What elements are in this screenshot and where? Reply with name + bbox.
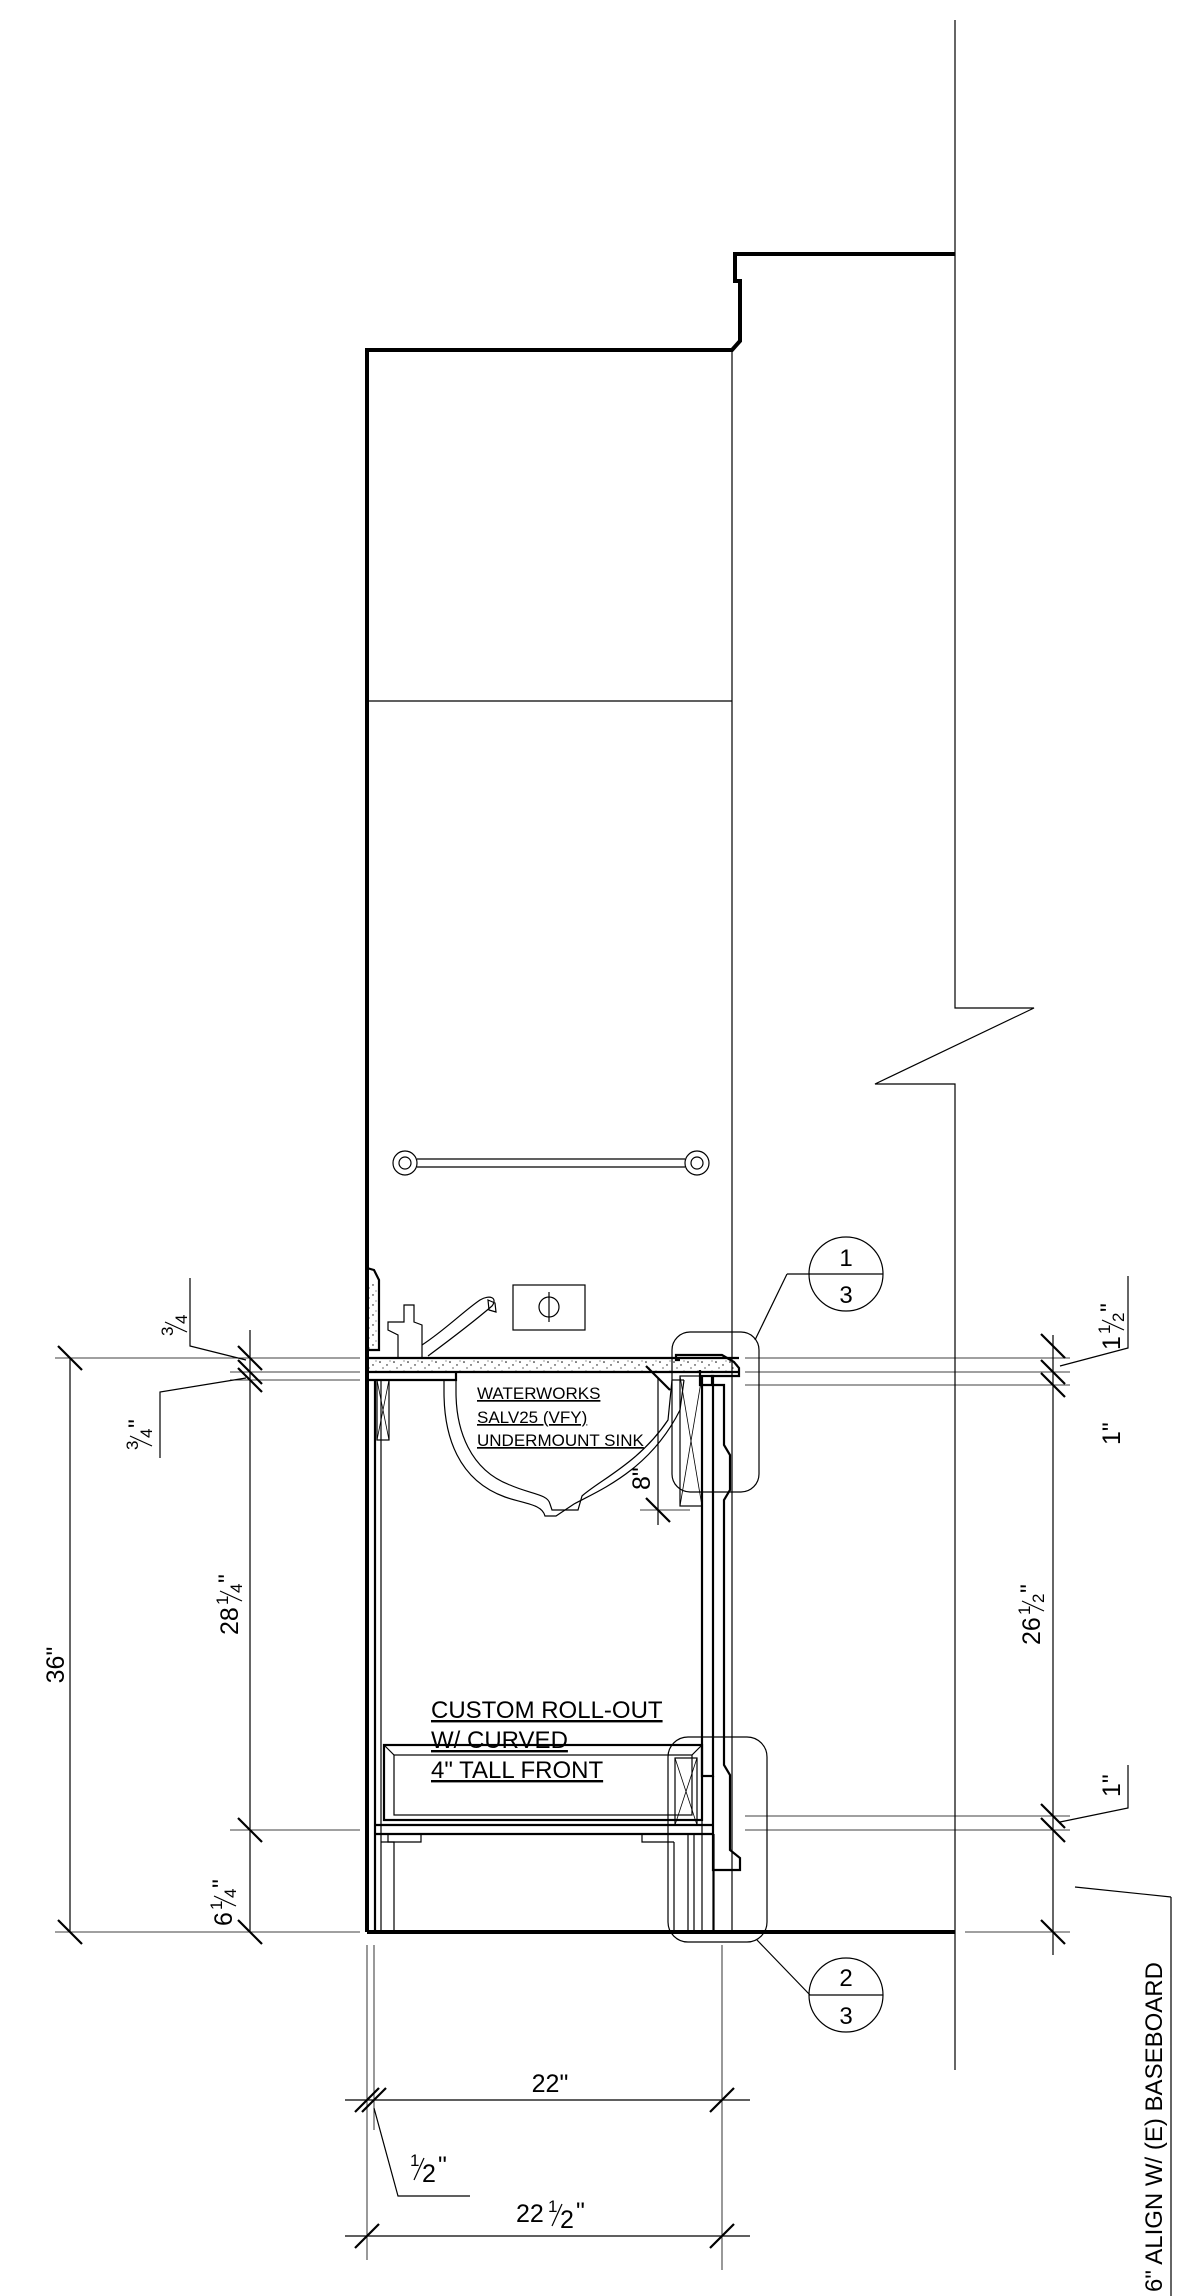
dim-26-whole: 26 (1018, 1617, 1046, 1645)
dim-bottom-3-4-den: 4 (137, 1429, 156, 1438)
dim-26-den: 2 (1029, 1594, 1048, 1603)
detail-callout-1-number: 1 (839, 1245, 852, 1272)
rollout-note-line-1: CUSTOM ROLL-OUT (431, 1697, 663, 1724)
dimension-1-top: 1" (1098, 1422, 1126, 1445)
dimension-1-bottom-label: 1" (1098, 1774, 1126, 1797)
sink-note-line-1: WATERWORKS (477, 1384, 600, 1403)
dimension-8-label: 8" (628, 1467, 656, 1490)
dim-1-1-2-den: 2 (1109, 1313, 1128, 1322)
dimension-1-1-2: 1 1 2 " (1059, 1276, 1129, 1367)
dim-26-unit: " (1016, 1584, 1044, 1593)
dim-1-2-den: 2 (422, 2160, 436, 2188)
dimension-22-1-2: 22 1 2 " (345, 2197, 750, 2249)
dimension-1-2: 1 2 " (373, 2107, 470, 2197)
dimension-1-bottom: 1" (1059, 1765, 1129, 1823)
dim-bottom-3-4-num: 3 (123, 1441, 142, 1450)
dim-6-unit: " (208, 1879, 236, 1888)
detail-callout-1-sheet: 3 (839, 1282, 852, 1309)
detail-callout-2-sheet: 3 (839, 2003, 852, 2030)
vanity-cabinet (373, 1379, 715, 1932)
dim-26-num: 1 (1015, 1606, 1034, 1615)
dim-1-1-2-unit: " (1096, 1303, 1124, 1312)
outlet-icon (512, 1284, 586, 1331)
dimension-36: 3 6 " (42, 1345, 360, 1945)
dimension-36-label: 36" (42, 1647, 70, 1684)
detail-callout-2-number: 2 (839, 1965, 852, 1992)
dimension-28-1-4: 28 1 4 " (213, 1330, 360, 1945)
sink-note: WATERWORKS SALV25 (VFY) UNDERMOUNT SINK (477, 1384, 645, 1450)
dim-1-2-num: 1 (410, 2151, 419, 2170)
baseboard-note-text: 6" ALIGN W/ (E) BASEBOARD (1141, 1962, 1168, 2292)
dim-6-whole: 6 (210, 1912, 238, 1926)
roll-out-drawer (382, 1743, 704, 1822)
dim-1-1-2-num: 1 (1095, 1325, 1114, 1334)
dimension-1-top-label: 1" (1098, 1422, 1126, 1445)
faucet-icon (387, 1296, 497, 1359)
dim-top-3-4-den: 4 (172, 1315, 191, 1324)
dimension-8: 8" (628, 1365, 690, 1525)
dim-6-num: 1 (207, 1901, 226, 1910)
dim-22-1-2-den: 2 (560, 2206, 574, 2234)
dimension-bottom-3-4: 3 4 " (123, 1377, 247, 1458)
towel-bar (392, 1150, 710, 1176)
baseboard-note: 6" ALIGN W/ (E) BASEBOARD (1074, 1886, 1172, 2296)
detail-callout-2-bubble: 2 3 (667, 1736, 884, 2033)
dim-6-den: 4 (221, 1889, 240, 1898)
backsplash (366, 1266, 381, 1352)
rollout-note: CUSTOM ROLL-OUT W/ CURVED 4" TALL FRONT (431, 1697, 663, 1784)
dim-28-den: 4 (227, 1584, 246, 1593)
dim-1-2-unit: " (438, 2152, 447, 2180)
dim-bottom-3-4-unit: " (124, 1419, 152, 1428)
sink-note-line-2: SALV25 (VFY) (477, 1408, 587, 1427)
dim-28-num: 1 (213, 1596, 232, 1605)
cabinet-front-profile (674, 1353, 742, 1933)
dim-28-unit: " (214, 1574, 242, 1583)
dim-28-whole: 28 (216, 1607, 244, 1635)
dim-22-1-2-unit: " (576, 2198, 585, 2226)
rollout-note-line-2: W/ CURVED (431, 1727, 568, 1754)
dim-top-3-4-num: 3 (158, 1327, 177, 1336)
dimension-22: 22" (345, 1945, 750, 2270)
dimension-6-1-4: 6 1 4 " (207, 1879, 240, 1926)
dim-22-1-2-whole: 22 (516, 2200, 544, 2228)
detail-callout-1-bubble: 1 3 (671, 1236, 884, 1493)
dim-22-1-2-num: 1 (548, 2197, 557, 2216)
dimension-26-1-2: 26 1 2 " (745, 1333, 1070, 1955)
sink-note-line-3: UNDERMOUNT SINK (477, 1431, 645, 1450)
undermount-sink (443, 1379, 685, 1517)
dim-1-1-2-whole: 1 (1098, 1336, 1126, 1350)
countertop (365, 1356, 739, 1392)
dimension-22-label: 22" (532, 2070, 569, 2098)
rollout-note-line-3: 4" TALL FRONT (431, 1757, 603, 1784)
wall-outline (365, 20, 1035, 2070)
dimension-top-3-4: 3 4 (158, 1278, 247, 1361)
